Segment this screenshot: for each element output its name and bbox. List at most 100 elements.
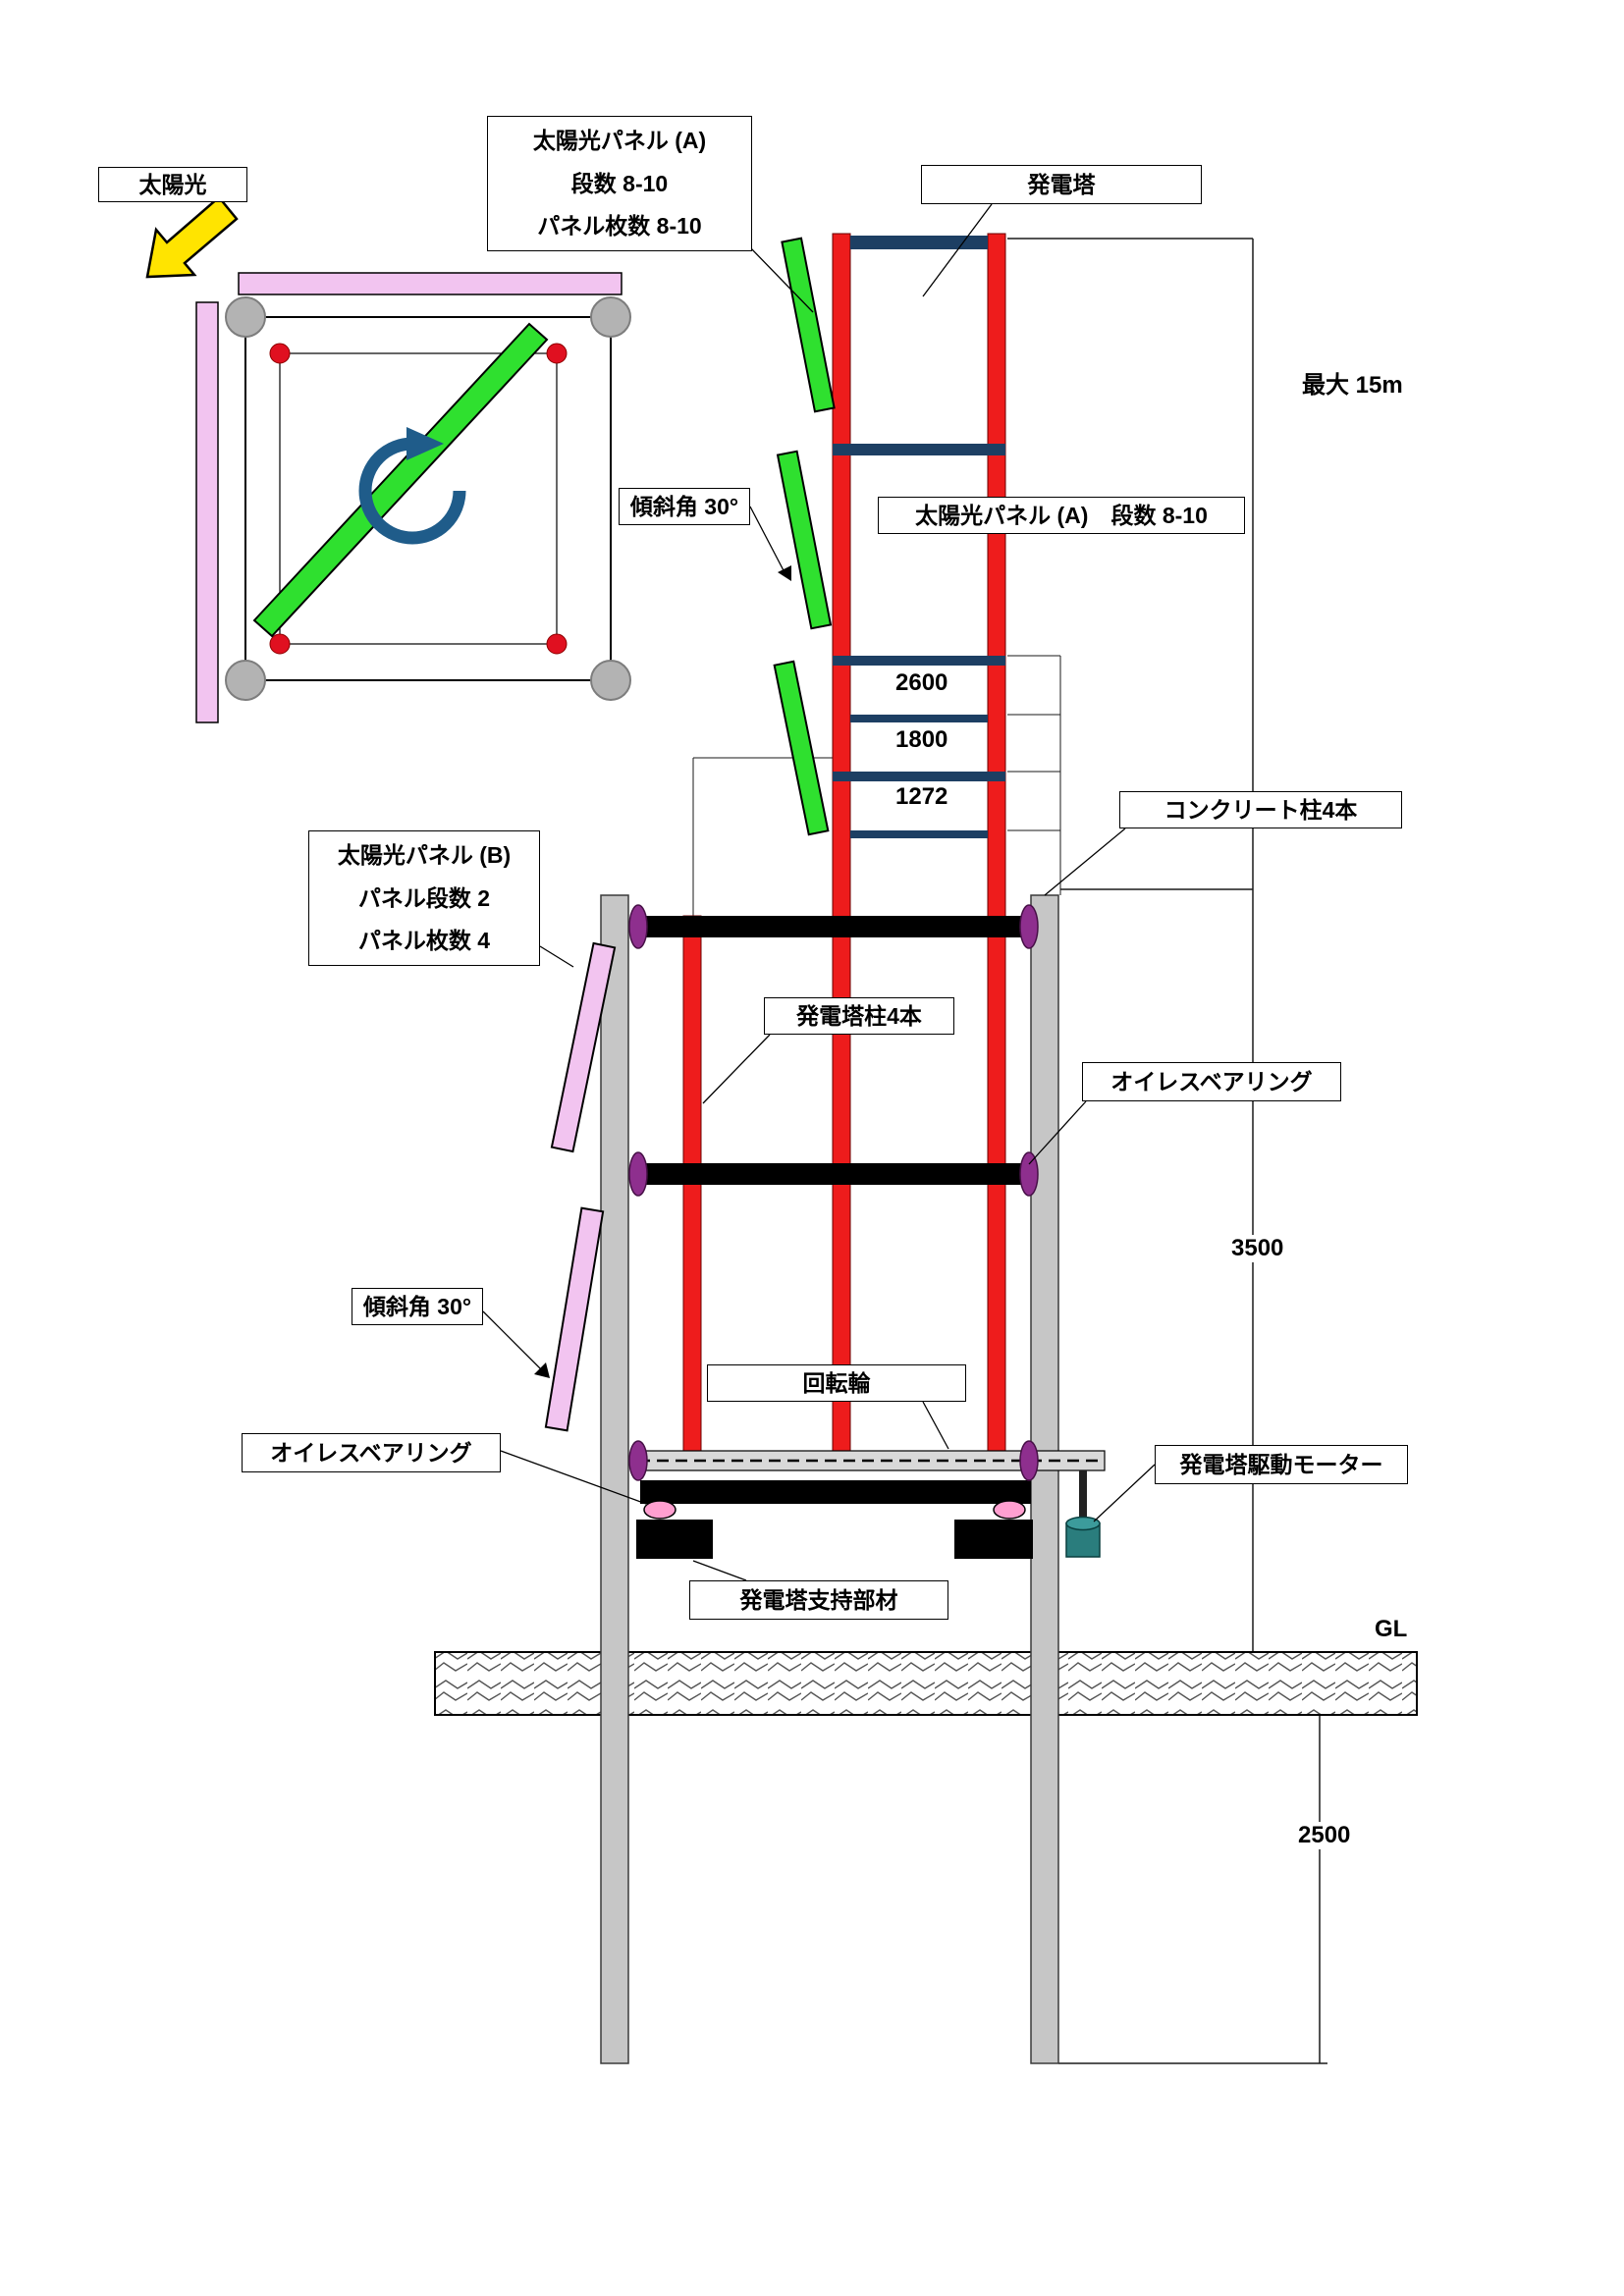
dim-1800: 1800 — [892, 726, 952, 754]
plan-column-dot — [546, 633, 568, 655]
bearing-lower-callout: オイレスベアリング — [242, 1433, 501, 1472]
oilless-bearings — [628, 904, 1039, 1481]
solar-panel-a-3 — [773, 660, 830, 836]
oilless-bearing — [628, 1440, 648, 1481]
tower-column-center — [832, 233, 851, 1454]
plan-rotating-panel — [252, 322, 549, 638]
solar-panels-b — [544, 941, 617, 1432]
plan-corner-post — [225, 296, 266, 338]
oilless-bearing — [628, 904, 648, 949]
concrete-column-left — [600, 894, 629, 2064]
ground-level-label: GL — [1371, 1616, 1412, 1643]
sunlight-arrow-icon — [145, 195, 239, 279]
plan-column-dot — [269, 633, 291, 655]
tilt-angle-lower-text: 傾斜角 30° — [362, 1293, 472, 1319]
plan-frame — [244, 316, 612, 681]
panel-b-callout: 太陽光パネル (B) パネル段数 2 パネル枚数 4 — [308, 830, 540, 966]
bearing-upper-callout: オイレスベアリング — [1082, 1062, 1341, 1101]
solar-panel-a-1 — [781, 237, 836, 413]
leader-tilt-lower — [482, 1310, 545, 1373]
drive-motor-text: 発電塔駆動モーター — [1179, 1451, 1383, 1477]
solar-panels-a — [773, 237, 836, 836]
solar-panel-b-2 — [544, 1206, 605, 1432]
tower-rung — [833, 772, 1005, 781]
solar-panel-a-2 — [776, 450, 833, 630]
tilt-angle-upper-text: 傾斜角 30° — [629, 493, 739, 519]
motor-shaft — [1079, 1470, 1087, 1525]
leader-tower — [922, 203, 993, 297]
support-block-right — [954, 1520, 1033, 1559]
leader-wheel — [922, 1401, 949, 1450]
panel-a-inline-text: 太陽光パネル (A) 段数 8-10 — [915, 502, 1208, 528]
dim-2600: 2600 — [892, 669, 952, 697]
tower-rung — [850, 830, 988, 838]
sunlight-label-text: 太陽光 — [138, 171, 207, 197]
leader-tilt-upper — [749, 506, 786, 575]
tower-rung-top — [850, 236, 988, 249]
panel-a-inline-callout: 太陽光パネル (A) 段数 8-10 — [878, 497, 1245, 534]
tower-column-right — [987, 233, 1006, 1454]
leader-tower-columns — [702, 1034, 771, 1104]
leader-motor — [1093, 1464, 1156, 1522]
plan-inner-frame — [279, 352, 558, 645]
bearing-upper-text: オイレスベアリング — [1110, 1068, 1313, 1095]
plan-corner-post — [590, 296, 631, 338]
leader-bearing-upper — [1028, 1100, 1087, 1165]
support-member-callout: 発電塔支持部材 — [689, 1580, 948, 1620]
leader-panel-b — [539, 945, 574, 968]
oilless-bearing-lower-right — [993, 1500, 1026, 1520]
tilt-angle-upper-callout: 傾斜角 30° — [619, 488, 750, 525]
solar-panel-b-1 — [550, 941, 617, 1153]
plan-panel-left — [195, 301, 219, 723]
base-frame-bar — [640, 1480, 1031, 1504]
support-member-text: 発電塔支持部材 — [739, 1586, 898, 1613]
dim-3500: 3500 — [1227, 1235, 1288, 1262]
plan-corner-post — [225, 660, 266, 701]
sunlight-label: 太陽光 — [98, 167, 247, 202]
panel-b-callout-line1: 太陽光パネル (B) — [337, 841, 512, 868]
drive-motor-top — [1065, 1516, 1101, 1531]
drive-motor-callout: 発電塔駆動モーター — [1155, 1445, 1408, 1484]
plan-view — [195, 272, 631, 723]
tower-rungs — [833, 236, 1005, 838]
panel-b-callout-line2: パネル段数 2 — [357, 884, 491, 911]
concrete-column-right — [1030, 894, 1059, 2064]
oilless-bearing-lower-left — [643, 1500, 677, 1520]
plan-panel-top — [238, 272, 623, 295]
leader-panel-a — [747, 244, 814, 313]
panel-a-callout-line3: パネル枚数 8-10 — [537, 213, 702, 240]
oilless-bearing — [628, 1151, 648, 1197]
tower-rung — [833, 444, 1005, 455]
rotation-arrow-head — [406, 427, 444, 460]
ground-band — [434, 1651, 1418, 1716]
tower-columns-callout: 発電塔柱4本 — [764, 997, 954, 1035]
dimension-lines — [692, 238, 1327, 2064]
tower-callout: 発電塔 — [921, 165, 1202, 204]
rotating-wheel-text: 回転輪 — [802, 1369, 871, 1396]
leader-bearing-lower — [500, 1450, 647, 1505]
bearing-bar-upper — [640, 916, 1027, 937]
bearing-lower-text: オイレスベアリング — [270, 1439, 472, 1466]
tower-columns-text: 発電塔柱4本 — [796, 1002, 922, 1029]
tower-callout-text: 発電塔 — [1027, 171, 1096, 197]
leader-concrete — [1044, 828, 1126, 896]
oilless-bearing — [1019, 1151, 1039, 1197]
concrete-columns-callout: コンクリート柱4本 — [1119, 791, 1402, 828]
panel-a-callout-line2: 段数 8-10 — [570, 170, 669, 196]
plan-column-dot — [546, 343, 568, 364]
panel-a-callout: 太陽光パネル (A) 段数 8-10 パネル枚数 8-10 — [487, 116, 752, 251]
rotation-arrow — [358, 437, 466, 545]
tower-rung — [850, 715, 988, 722]
oilless-bearing — [1019, 904, 1039, 949]
tower-rung — [833, 656, 1005, 666]
leader-support — [692, 1560, 747, 1581]
leader-arrowhead — [534, 1362, 550, 1378]
bearing-bar-lower — [640, 1163, 1027, 1185]
dim-2500: 2500 — [1294, 1822, 1355, 1849]
panel-a-callout-line1: 太陽光パネル (A) — [532, 127, 707, 153]
leader-lines — [482, 203, 1156, 1581]
plan-column-dot — [269, 343, 291, 364]
leader-arrowhead — [778, 565, 791, 581]
